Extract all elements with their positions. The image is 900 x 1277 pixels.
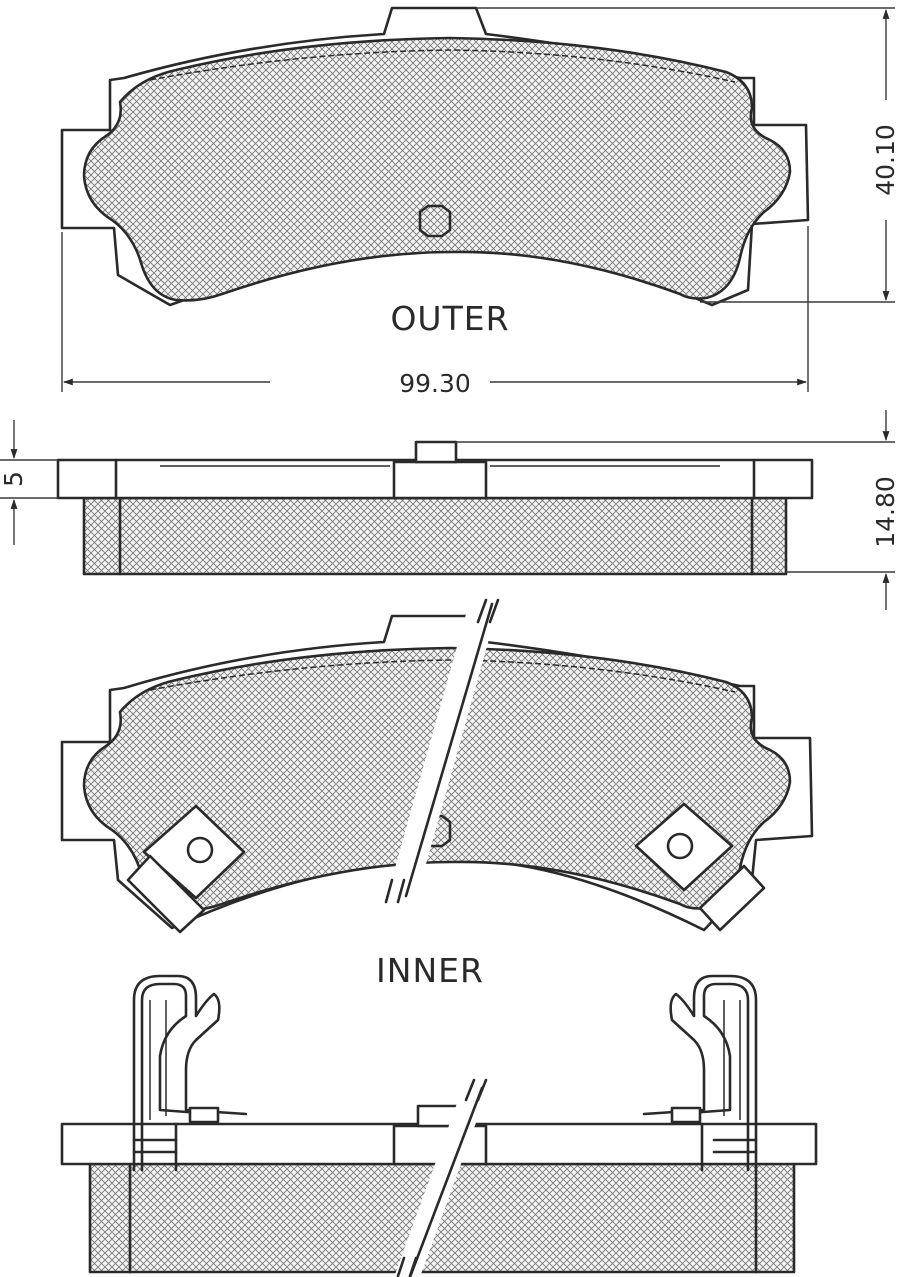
- left-clip-tab: [126, 804, 246, 934]
- inner-side-view: [60, 974, 818, 1277]
- thickness-dimension: 14.80: [871, 476, 900, 548]
- outer-pad-view: OUTER 99.30 40.10: [60, 6, 900, 398]
- inner-label: INNER: [376, 951, 484, 990]
- side-friction-material: [82, 496, 788, 576]
- inner-pad-view: INNER: [60, 598, 814, 990]
- left-spring-clip: [132, 974, 248, 1172]
- right-spring-clip: [642, 974, 758, 1172]
- right-clip-tab: [634, 802, 766, 932]
- outer-label: OUTER: [390, 299, 509, 338]
- wear-indicator-icon: [418, 204, 452, 238]
- outer-side-view: 5 14.80: [0, 410, 900, 610]
- height-dimension: 40.10: [871, 124, 900, 196]
- outer-friction-material: [82, 36, 792, 302]
- width-dimension: 99.30: [399, 369, 471, 398]
- plate-dimension: 5: [0, 471, 28, 487]
